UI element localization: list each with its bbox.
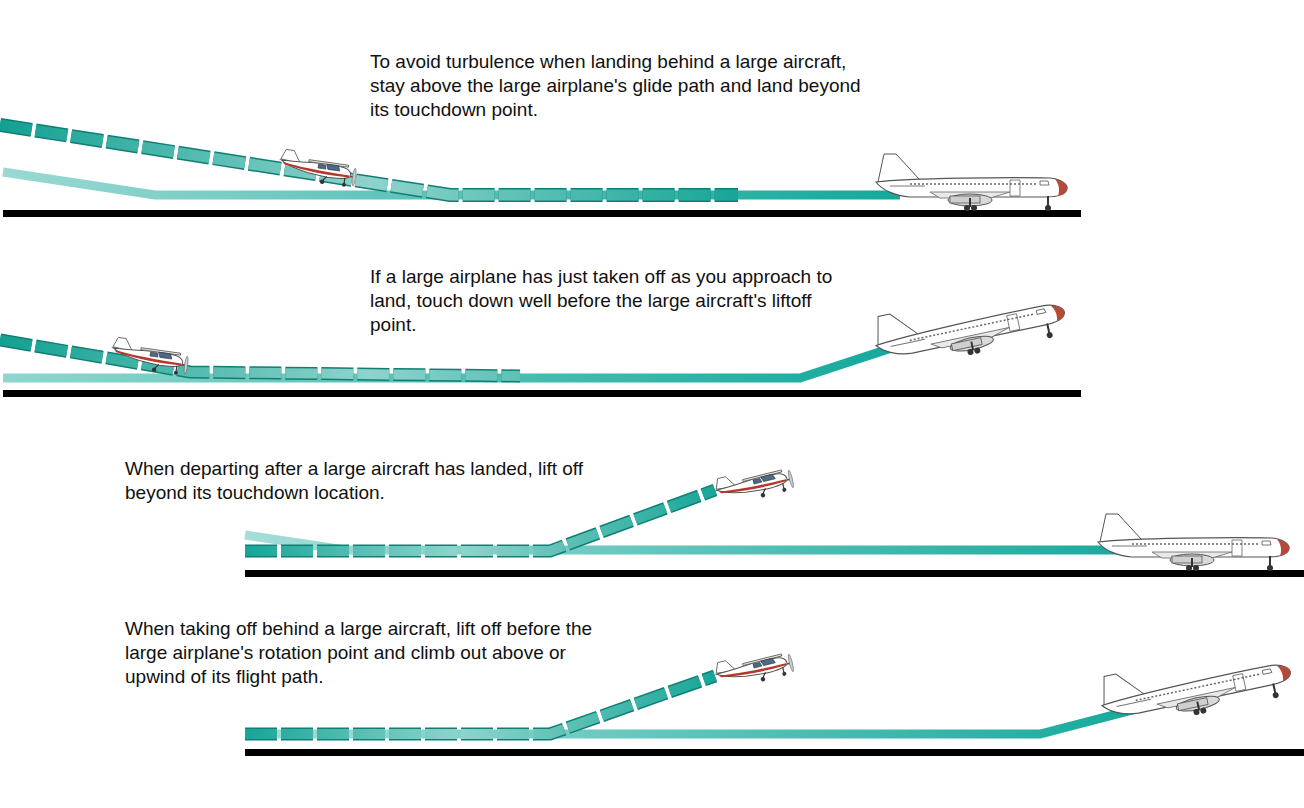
large-airplane [1098, 514, 1289, 571]
large-airplane [870, 278, 1069, 373]
instruction-text: If a large airplane has just taken off a… [370, 265, 860, 337]
small-aircraft-path-outline [0, 340, 520, 376]
large-airplane [876, 154, 1067, 211]
runway [3, 210, 1081, 217]
runway [3, 390, 1081, 397]
small-aircraft-path [0, 340, 520, 376]
instruction-text: When departing after a large aircraft ha… [125, 457, 615, 505]
small-aircraft-path-outline [0, 125, 738, 195]
runway [245, 749, 1304, 756]
small-airplane [110, 337, 190, 377]
small-airplane [714, 461, 795, 508]
large-airplane [1096, 638, 1295, 733]
small-airplane [278, 149, 358, 189]
instruction-text: When taking off behind a large aircraft,… [125, 617, 615, 689]
runway [245, 570, 1304, 577]
instruction-text: To avoid turbulence when landing behind … [370, 50, 880, 122]
small-airplane [714, 645, 795, 692]
panel-landing-behind-landing [0, 125, 1081, 217]
small-aircraft-path [0, 125, 738, 195]
